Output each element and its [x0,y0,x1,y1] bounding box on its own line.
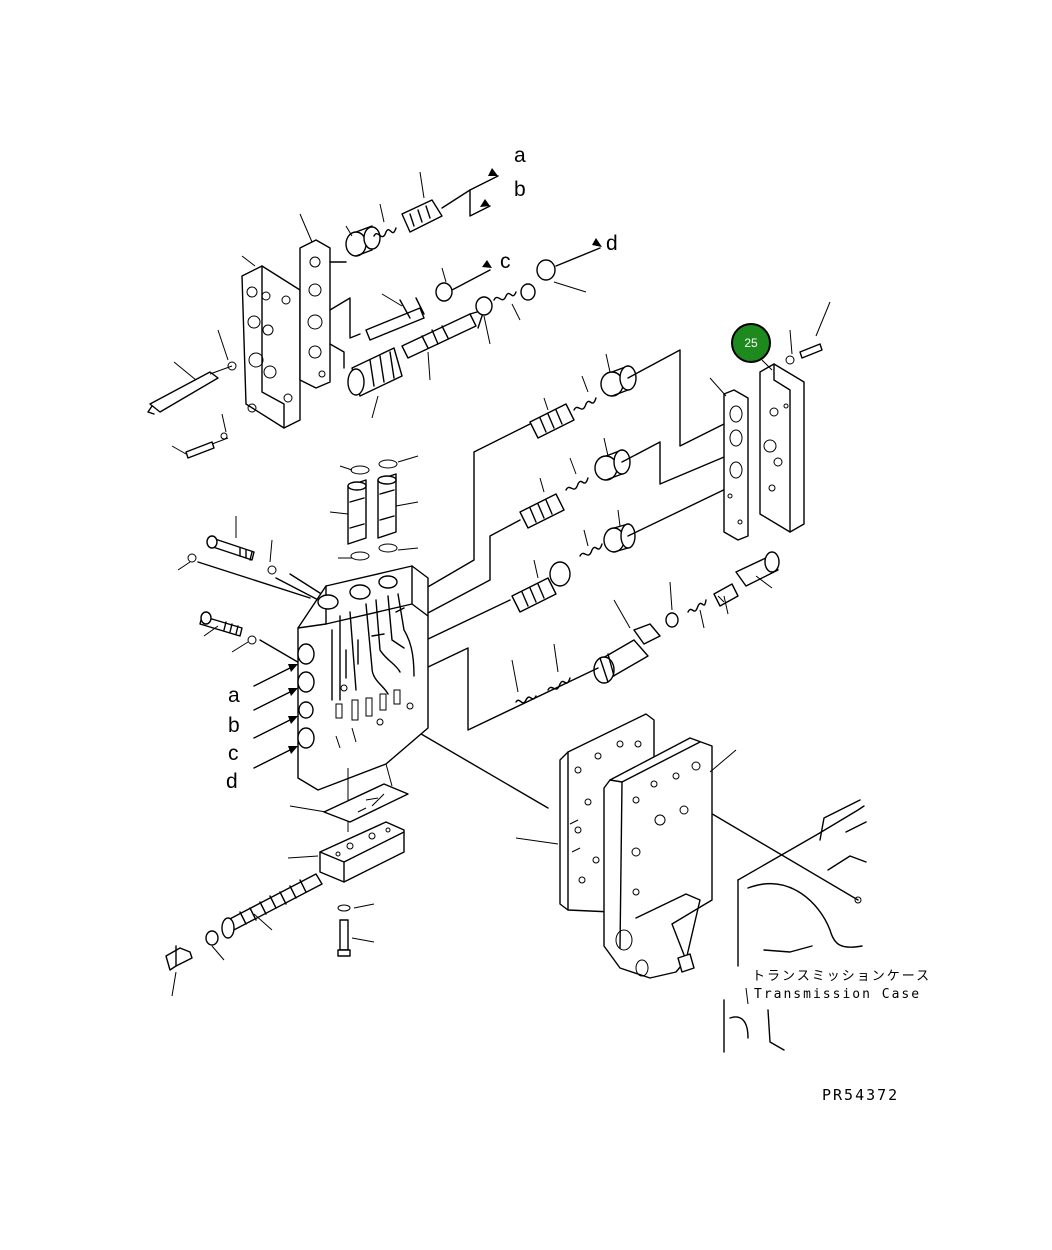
callout-b-top: b [514,178,526,201]
callout-a-top: a [514,144,526,167]
drawing-number: PR54372 [822,1086,899,1104]
upper-spool-group [329,168,602,419]
separator-plate-and-body [515,713,737,979]
callout-d-top: d [606,232,618,255]
middle-spool-rows [511,353,780,704]
main-valve-body [177,516,429,832]
plug-pairs [329,455,419,561]
case-label-english: Transmission Case [754,987,921,1002]
right-cover-group: 25 [709,301,831,541]
callout-a-side: a [228,684,240,707]
lower-detent-assembly [165,783,409,997]
callout-badge [731,323,771,363]
case-label-japanese: トランスミッションケース [752,969,931,984]
transmission-case [723,799,867,1053]
callout-c-top: c [500,250,511,273]
upper-valve-cover [147,213,331,459]
callout-c-side: c [228,742,239,765]
callout-b-side: b [228,714,240,737]
callout-d-side: d [226,770,238,793]
callout-badge-number: 25 [744,336,758,350]
